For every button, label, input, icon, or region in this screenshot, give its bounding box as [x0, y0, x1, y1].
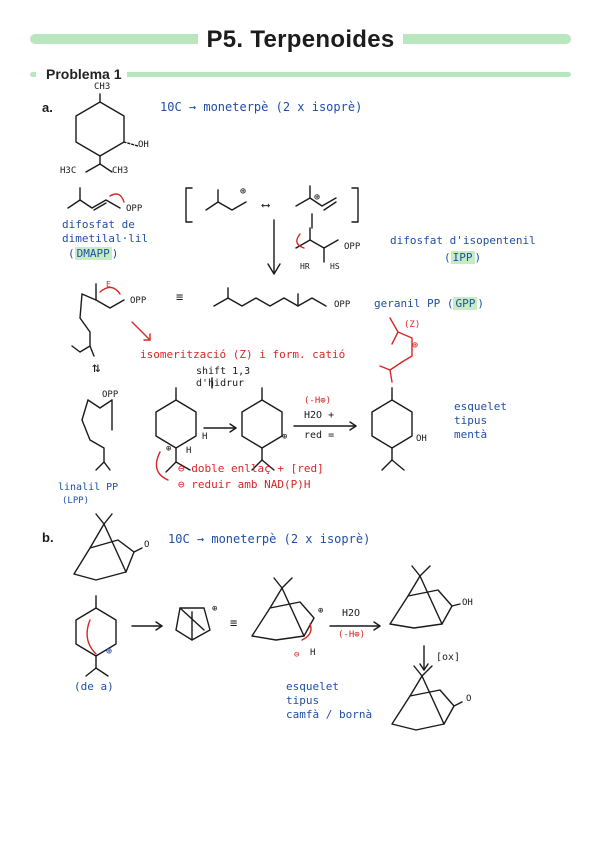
bornyl-cation-structure: [251, 577, 315, 641]
pinyl-plus: ⊕: [212, 604, 218, 614]
skeleton-a-2: tipus: [454, 414, 488, 427]
lpp-structure: [81, 399, 113, 471]
gpp-opp-right: OPP: [334, 300, 351, 310]
gpp-e-label: E: [106, 280, 111, 289]
skeleton-a-1: esquelet: [454, 400, 507, 413]
gpp-opp-left: OPP: [130, 296, 147, 306]
camphor-product-o: O: [466, 694, 472, 704]
bornyl-h: H: [310, 648, 316, 658]
resonance-arrow: ⟷: [262, 198, 270, 212]
int-plus-2: ⊕: [282, 432, 288, 442]
note-1: ⊖ doble enllaç + [red]: [178, 462, 324, 475]
dmapp-opp: OPP: [126, 204, 143, 214]
ipp-opp: OPP: [344, 242, 361, 252]
part-a-heading: 10C → moneterpè (2 x isoprè): [160, 100, 363, 114]
allylic-cation-structures: [185, 185, 359, 275]
reagent-line-2: H2O +: [304, 410, 335, 421]
lpp-name-1: linalil PP: [58, 482, 119, 493]
part-b-label: b.: [42, 530, 54, 545]
terpinyl-start-structure: [75, 595, 117, 677]
lpp-name-2: (LPP): [62, 496, 90, 506]
section-bar-left: [30, 72, 40, 77]
z-cation-plus: ⊕: [412, 340, 419, 351]
b-reagent-top: H2O: [342, 608, 361, 619]
b-start-plus: ⊕: [106, 646, 113, 657]
int-h-2: H: [186, 446, 192, 456]
ipp-hr: HR: [300, 262, 310, 271]
section-bar: [118, 72, 571, 77]
menthol-oh: OH: [138, 140, 149, 150]
bornyl-plus: ⊕: [318, 606, 324, 616]
water-minus: ⊖: [294, 650, 300, 660]
borneol-structure: [389, 565, 461, 629]
gpp-equals: ≡: [176, 290, 184, 304]
menthol-structure: [75, 93, 139, 173]
cation-plus-2: ⊕: [314, 192, 321, 203]
z-cation-structure: [379, 317, 413, 383]
header-bar-left: [30, 34, 215, 44]
problem-title: Problema 1: [36, 66, 128, 82]
from-part-a: (de a): [74, 680, 114, 693]
dmapp-structure: [67, 187, 125, 211]
skeleton-b-2: tipus: [286, 694, 320, 707]
b-reagent-bottom: (-H⊕): [338, 630, 366, 640]
page-title: P5. Terpenoides: [30, 26, 571, 54]
hydride-shift-1: shift 1,3: [196, 366, 251, 377]
menthol-ch3-right: CH3: [112, 166, 129, 176]
cation-plus-1: ⊕: [240, 186, 247, 197]
camphor-product-structure: [391, 665, 463, 731]
page-header: P5. Terpenoides: [30, 26, 571, 53]
hydride-shift-2: d'hidrur: [196, 378, 245, 389]
terpinyl-cation-structure: [155, 387, 197, 481]
isomerization-note: isomerització (Z) i form. catió: [140, 348, 346, 361]
reagent-line-1: (-H⊕): [304, 396, 332, 406]
skeleton-b-3: camfà / bornà: [286, 708, 373, 721]
ipp-structure: [295, 213, 339, 263]
camphor-structure: [73, 513, 143, 581]
camphor-o: O: [144, 540, 150, 550]
ipp-name: difosfat d'isopentenil: [390, 234, 536, 247]
product-oh: OH: [416, 434, 427, 444]
dmapp-name-1: difosfat de: [62, 218, 135, 231]
gpp-z-label: (Z): [404, 320, 421, 330]
menthenyl-cation-structure: [241, 387, 283, 471]
part-a-label: a.: [42, 100, 53, 115]
lpp-opp: OPP: [102, 390, 119, 400]
isomerization-arrow: [131, 321, 151, 341]
menthol-h3c: H3C: [60, 166, 77, 176]
gpp-linear-structure: [213, 287, 327, 307]
skeleton-a-3: mentà: [454, 428, 488, 441]
part-b-heading: 10C → moneterpè (2 x isoprè): [168, 532, 371, 546]
dmapp-abbr: (DMAPP): [68, 247, 119, 260]
pinyl-cation-structure: [175, 607, 211, 641]
skeleton-b-1: esquelet: [286, 680, 339, 693]
equilibrium-arrow: ⇅: [92, 360, 101, 376]
gpp-folded-structure: [71, 283, 125, 357]
oxidation-label: [ox]: [436, 652, 461, 663]
reagent-line-3: red =: [304, 430, 335, 441]
gpp-name: geranil PP (GPP): [374, 297, 484, 310]
menthol-product-structure: [371, 387, 413, 471]
ipp-abbr: (IPP): [444, 251, 482, 264]
int-h-1: H: [202, 432, 208, 442]
dmapp-name-2: dimetilal·lil: [62, 232, 149, 245]
menthol-ch3-top: CH3: [94, 82, 111, 92]
header-bar-right: [386, 34, 571, 44]
b-equals: ≡: [230, 616, 238, 630]
note-2: ⊖ reduir amb NAD(P)H: [178, 478, 311, 491]
int-plus-1: ⊕: [166, 444, 172, 454]
ipp-hs: HS: [330, 262, 340, 271]
borneol-oh: OH: [462, 598, 473, 608]
